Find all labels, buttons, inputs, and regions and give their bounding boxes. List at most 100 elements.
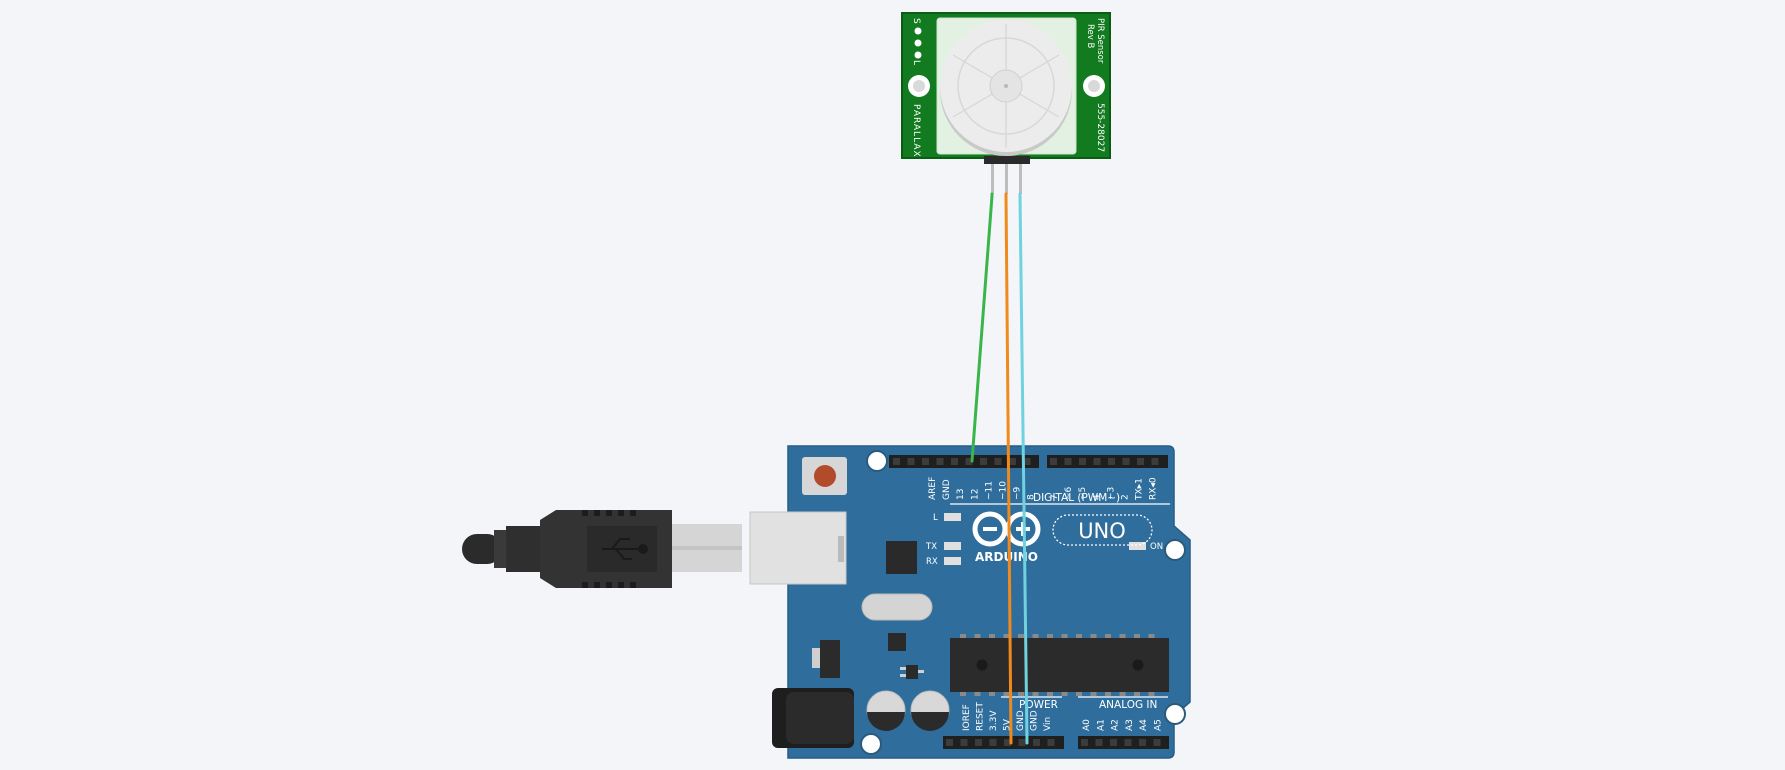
- header-pin-socket[interactable]: [975, 739, 982, 746]
- arduino-logo-text: ARDUINO: [975, 550, 1038, 564]
- led-rx: [944, 557, 961, 565]
- header-pin-socket[interactable]: [936, 458, 944, 465]
- header-pin-socket[interactable]: [1095, 739, 1103, 746]
- chip-pin: [1003, 692, 1010, 696]
- header-pin-socket[interactable]: [1110, 739, 1117, 746]
- chip-pin: [1047, 634, 1053, 638]
- uno-badge: [1052, 514, 1153, 546]
- header-pin-socket[interactable]: [1137, 458, 1144, 465]
- chip-pin: [1047, 692, 1053, 696]
- pir-leg-gnd[interactable]: [1019, 164, 1022, 194]
- header-pin-socket[interactable]: [907, 458, 915, 465]
- pir-sensor[interactable]: S L PARALLAX PIR Sensor Rev B 555-28027: [901, 12, 1111, 194]
- chip-pin: [974, 692, 981, 696]
- header-pin-socket[interactable]: [1004, 739, 1011, 746]
- pin-label: A1: [1096, 719, 1106, 731]
- header-pin-socket[interactable]: [893, 458, 900, 465]
- pin-label: 5V: [1003, 718, 1013, 731]
- pin-label: 8: [1027, 494, 1037, 500]
- digital-header-label: DIGITAL (PWM~): [1033, 492, 1120, 504]
- header-pin-socket[interactable]: [1122, 458, 1130, 465]
- pin-label: Vin: [1043, 717, 1053, 731]
- pin-label: GND: [942, 479, 952, 500]
- header-pin-socket[interactable]: [994, 458, 1002, 465]
- wire-power-orange[interactable]: [1004, 192, 1013, 745]
- chip-pin: [960, 634, 966, 638]
- header-pin-socket[interactable]: [1047, 739, 1055, 746]
- pir-revision: Rev B: [1085, 24, 1095, 48]
- chip-pin: [1148, 692, 1155, 696]
- arduino-mount-hole: [1164, 539, 1186, 561]
- chip-pin: [974, 634, 981, 638]
- wire-ground-cyan[interactable]: [1018, 192, 1029, 745]
- chip-pin: [1018, 692, 1024, 696]
- header-pin-socket[interactable]: [1108, 458, 1115, 465]
- pir-pin-header: [984, 156, 1030, 164]
- usb-b-socket[interactable]: [749, 511, 847, 585]
- pin-label: GND: [1030, 710, 1040, 731]
- usb-cable[interactable]: [462, 510, 742, 588]
- pir-leg-out[interactable]: [991, 164, 994, 194]
- digital-pin-header[interactable]: [889, 455, 1168, 468]
- chip-pin: [1134, 692, 1140, 696]
- chip-pin: [1076, 634, 1082, 638]
- led-label-rx: RX: [926, 557, 938, 567]
- wire-signal-green[interactable]: [970, 192, 994, 463]
- header-pin-socket[interactable]: [1081, 739, 1088, 746]
- power-header-label: POWER: [1019, 699, 1058, 711]
- header-pin-socket[interactable]: [1018, 739, 1026, 746]
- header-pin-socket[interactable]: [946, 739, 953, 746]
- chip-pin: [1119, 634, 1126, 638]
- header-pin-socket[interactable]: [1033, 739, 1040, 746]
- chip-pin: [989, 634, 995, 638]
- reset-button-cap[interactable]: [814, 465, 836, 487]
- header-pin-socket[interactable]: [965, 458, 973, 465]
- header-pin-socket[interactable]: [1151, 458, 1159, 465]
- pin-label: A2: [1111, 719, 1121, 731]
- header-pin-socket[interactable]: [989, 739, 997, 746]
- chip-pin: [1032, 692, 1039, 696]
- pir-leg-vcc[interactable]: [1005, 164, 1008, 194]
- led-label-on: ON: [1150, 542, 1163, 552]
- wires[interactable]: [970, 192, 1029, 745]
- header-pin-socket[interactable]: [1064, 458, 1072, 465]
- power-pin-header[interactable]: [943, 736, 1064, 749]
- analog-pin-header[interactable]: [1078, 736, 1169, 749]
- pir-pin-label-s: S: [911, 18, 921, 24]
- header-pin-socket[interactable]: [1009, 458, 1016, 465]
- chip-pin: [1105, 634, 1111, 638]
- led-l: [944, 513, 961, 521]
- small-chip: [888, 633, 906, 651]
- header-pin-socket[interactable]: [1124, 739, 1132, 746]
- header-pin-socket[interactable]: [1139, 739, 1146, 746]
- usb-interface-chip: [886, 541, 917, 574]
- led-label-tx: TX: [925, 542, 937, 552]
- pin-label: A3: [1125, 719, 1135, 731]
- pin-label: 7: [1050, 494, 1060, 500]
- pin-label: IOREF: [962, 704, 972, 731]
- header-pin-socket[interactable]: [922, 458, 929, 465]
- header-pin-socket[interactable]: [1050, 458, 1057, 465]
- header-pin-socket[interactable]: [1093, 458, 1101, 465]
- chip-pin: [1119, 692, 1126, 696]
- pin-label: A0: [1082, 719, 1092, 731]
- pin-label: 2: [1121, 494, 1131, 500]
- chip-pin: [1032, 634, 1039, 638]
- pin-label: 4: [1092, 494, 1102, 500]
- uno-label: UNO: [1078, 519, 1126, 543]
- pin-label: RESET: [976, 702, 986, 731]
- led-on: [1129, 542, 1146, 550]
- header-pin-socket[interactable]: [1153, 739, 1161, 746]
- header-pin-socket[interactable]: [980, 458, 987, 465]
- header-pin-socket[interactable]: [1079, 458, 1086, 465]
- header-pin-socket[interactable]: [951, 458, 958, 465]
- chip-pin: [960, 692, 966, 696]
- header-pin-socket[interactable]: [1023, 458, 1031, 465]
- chip-pin: [1090, 692, 1097, 696]
- usb-cable-end: [462, 534, 502, 564]
- header-pin-socket[interactable]: [960, 739, 968, 746]
